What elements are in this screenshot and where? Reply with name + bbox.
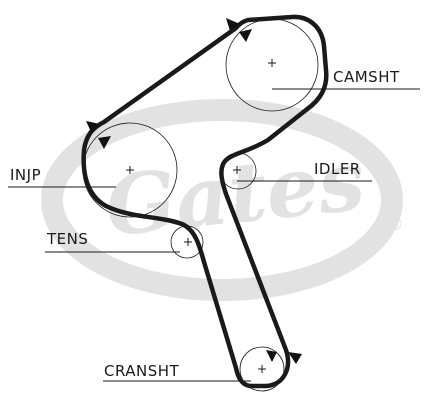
- rotation-arrows: [86, 18, 302, 364]
- center-cross-icon: [258, 365, 266, 373]
- crankshaft-pulley: [239, 346, 285, 392]
- center-cross-icon: [184, 238, 192, 246]
- center-crosses: [126, 59, 276, 373]
- rotation-arrow-icon: [288, 352, 302, 364]
- crankshaft-label: CRANSHT: [104, 362, 180, 380]
- rotation-arrow-icon: [239, 29, 252, 42]
- center-cross-icon: [126, 166, 134, 174]
- registered-mark: ®: [386, 214, 404, 235]
- rotation-arrow-icon: [266, 350, 277, 362]
- rotation-arrow-icon: [226, 18, 240, 31]
- gates-logo: Gates: [101, 133, 369, 256]
- center-cross-icon: [233, 166, 241, 174]
- gates-logo-text: Gates: [101, 133, 369, 256]
- tensioner-label: TENS: [46, 230, 88, 248]
- watermark-ellipse: [41, 99, 403, 301]
- leader-lines: [8, 88, 420, 382]
- labels: CAMSHT IDLER INJP TENS CRANSHT: [10, 68, 400, 380]
- rotation-arrow-icon: [86, 121, 100, 134]
- camshaft-label: CAMSHT: [333, 68, 400, 86]
- center-cross-icon: [268, 59, 276, 67]
- rotation-arrow-icon: [98, 136, 111, 149]
- idler-label: IDLER: [314, 160, 361, 178]
- timing-belt: [81, 14, 329, 389]
- pulleys: [82, 18, 319, 392]
- injection-pump-label: INJP: [10, 166, 41, 184]
